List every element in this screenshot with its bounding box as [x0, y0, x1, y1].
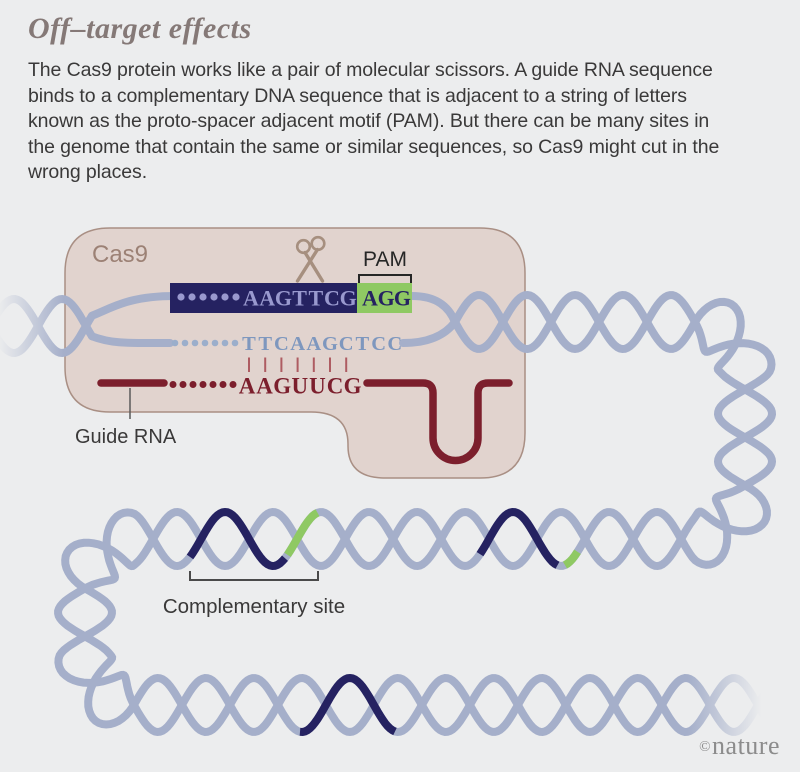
complement-sequence-letter: A	[290, 333, 305, 355]
target-sequence-letter: C	[324, 286, 340, 311]
left-edge-fade	[0, 268, 64, 386]
target-sequence-letter: A	[243, 286, 259, 311]
dna-strand-stub	[408, 292, 459, 326]
pam-sequence-letter: A	[362, 286, 378, 311]
complementary-site-pam-segment	[284, 509, 320, 557]
complement-sequence-letter: T	[356, 333, 370, 355]
leader-dots	[201, 339, 209, 347]
leader-dots	[209, 381, 217, 388]
pam-sequence-letter: G	[378, 286, 395, 311]
intro-text: The Cas9 protein works like a pair of mo…	[28, 59, 720, 184]
complement-sequence-letter: A	[306, 333, 321, 355]
pam-sequence-letter: G	[394, 286, 411, 311]
leader-dots	[199, 293, 207, 301]
leader-dots	[219, 381, 227, 388]
guide-rna-strand	[97, 379, 513, 465]
target-sequence-letter: A	[259, 286, 275, 311]
leader-dots	[229, 381, 237, 388]
complement-sequence-letter: C	[387, 333, 402, 355]
complementary-site-segment	[299, 673, 397, 737]
complement-sequence-letter: G	[322, 333, 338, 355]
complementary-site-label: Complementary site	[163, 595, 345, 618]
guide-rna-letter: A	[256, 374, 273, 399]
complementary-site-pam-segment	[562, 549, 581, 569]
leader-dots	[221, 339, 229, 347]
leader-dots	[210, 293, 218, 301]
leader-dots	[169, 381, 177, 388]
guide-rna-letter: U	[291, 374, 308, 399]
complementary-site-highlights	[186, 507, 581, 737]
guide-rna-letter: A	[239, 374, 256, 399]
guide-rna-line-right	[363, 379, 513, 465]
guide-rna-letter: C	[327, 374, 344, 399]
leader-dots	[221, 293, 229, 301]
complementary-site-bracket	[189, 571, 319, 581]
nature-logo-text: nature	[712, 731, 780, 760]
complement-sequence-letter: C	[274, 333, 289, 355]
dna-helix-strand	[54, 290, 777, 737]
leader-dots	[171, 339, 179, 347]
dna-strand-tail	[88, 292, 179, 320]
leader-dots	[181, 339, 189, 347]
guide-rna-letter: G	[273, 374, 291, 399]
pam-bracket	[358, 274, 412, 283]
pam-sequence-box	[357, 283, 412, 313]
leader-dots	[189, 381, 197, 388]
complement-sequence-letter: C	[339, 333, 354, 355]
complement-sequence-letter: T	[242, 333, 256, 355]
cas9-label: Cas9	[92, 241, 148, 268]
leader-dots	[177, 293, 185, 301]
leader-dots	[199, 381, 207, 388]
complementary-site-segment	[476, 507, 560, 569]
pam-label: PAM	[363, 248, 407, 271]
guide-rna-label: Guide RNA	[75, 426, 177, 448]
complement-sequence-letter: C	[371, 333, 386, 355]
target-sequence-letter: G	[340, 286, 357, 311]
guide-rna-letter: G	[344, 374, 362, 399]
page-title: Off–target effects	[28, 12, 252, 45]
complement-sequence-letter: T	[258, 333, 272, 355]
target-sequence-letter: G	[275, 286, 292, 311]
copyright-icon: ©	[699, 739, 712, 755]
target-sequence-letter: T	[292, 286, 307, 311]
leader-dots	[191, 339, 199, 347]
right-edge-fade	[688, 645, 780, 757]
scissors-icon	[295, 235, 326, 283]
leader-dots	[188, 293, 196, 301]
guide-rna-letter: U	[309, 374, 326, 399]
dna-strand-tail	[88, 332, 174, 348]
leader-dots	[179, 381, 187, 388]
target-sequence-letter: T	[308, 286, 323, 311]
complementary-site-segment	[186, 507, 288, 571]
leader-dots	[211, 339, 219, 347]
leader-dots	[231, 339, 239, 347]
nature-logo: ©nature	[699, 731, 780, 761]
dna-strand-stub	[399, 318, 459, 347]
leader-dots	[232, 293, 240, 301]
